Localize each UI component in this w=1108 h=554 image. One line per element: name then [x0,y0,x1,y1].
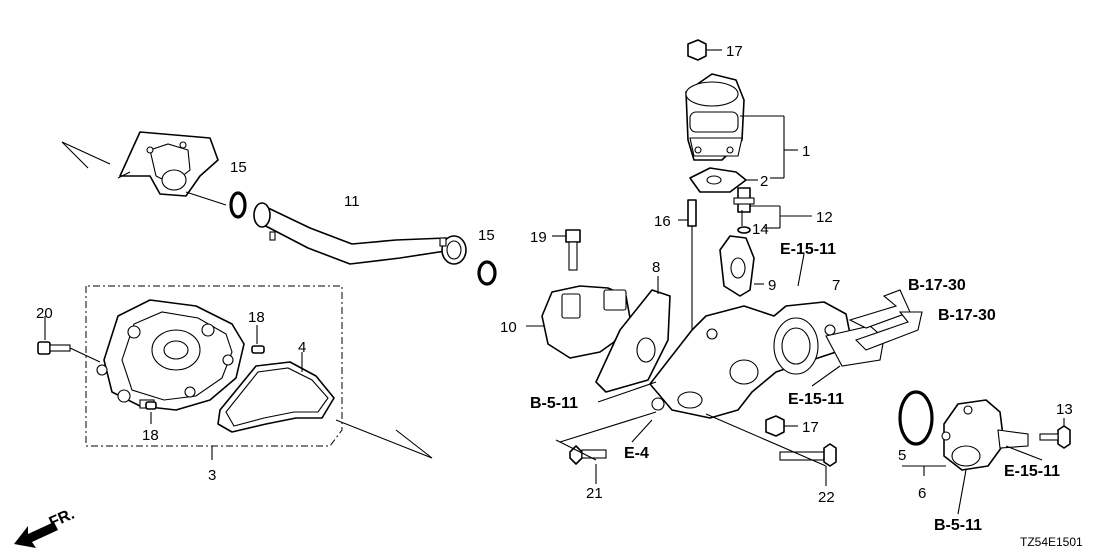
callout-6: 6 [918,485,926,502]
engine-flange-fragment [61,131,227,206]
dowel-pin-18-upper [251,345,265,354]
callout-17-bottom: 17 [802,419,819,436]
front-direction-arrow [14,522,58,548]
callout-15-right: 15 [478,227,495,244]
callout-20: 20 [36,305,53,322]
callout-11: 11 [344,193,360,210]
heat-shield-10 [526,285,631,359]
water-pump [96,299,245,411]
o-ring-15-left [229,191,247,219]
callout-18-lower: 18 [142,427,159,444]
ref-arrow-b17-b [854,311,923,351]
ref-e15-11-right: E-15-11 [1004,463,1060,480]
front-label: FR. [47,506,77,532]
o-ring-5 [898,390,934,446]
callout-3: 3 [208,467,216,484]
gasket-4 [217,352,335,433]
ref-arrow-e15-top [797,253,805,287]
callout-16: 16 [654,213,671,230]
egr-gasket-2 [689,167,758,193]
ref-arrow-e15-right [1005,445,1043,461]
callout-4: 4 [298,339,306,356]
callout-10: 10 [500,319,517,336]
callout-19: 19 [530,229,547,246]
ref-e4: E-4 [624,445,649,462]
callout-15-left: 15 [230,159,247,176]
water-outlet-housing-7 [649,301,885,419]
callout-12: 12 [816,209,833,226]
gasket-9 [719,235,764,297]
bolt-13 [1039,418,1071,449]
callout-1: 1 [802,143,810,160]
ref-arrow-b17-a [848,289,911,329]
ref-b5-11-left: B-5-11 [530,395,578,412]
nut-17-top [687,39,722,61]
callout-13: 13 [1056,401,1073,418]
callout-2: 2 [760,173,768,190]
callout-7: 7 [832,277,840,294]
ref-arrow-b5-left [597,381,657,403]
flange-bolt-22 [705,413,837,486]
sensor-12 [733,187,812,229]
bolt-20 [37,316,101,363]
callout-21: 21 [586,485,603,502]
ref-e15-11-top: E-15-11 [780,241,836,258]
bracket-1-leader [740,115,798,179]
ref-b17-30-b: B-17-30 [938,307,996,324]
water-pump-assembly-group [85,285,343,460]
bolt-19 [552,229,581,271]
washer-14 [737,226,751,234]
thermostat-cover-6 [902,399,1029,476]
callout-14: 14 [752,221,769,238]
callout-17-top: 17 [726,43,743,60]
nut-17-bottom [765,415,798,437]
egr-valve [685,73,745,161]
ref-arrow-e4 [631,419,653,443]
dowel-pin-18-lower [145,401,157,410]
ref-arrow-b5-bottom [957,469,967,515]
diagram-code: TZ54E1501 [1020,535,1083,549]
water-pipe [253,202,467,265]
stud-bolt-16 [678,199,697,330]
callout-18-upper: 18 [248,309,265,326]
callout-9: 9 [768,277,776,294]
ref-arrow-e15-mid [811,365,841,387]
flange-bolt-21 [555,411,657,484]
callout-22: 22 [818,489,835,506]
ref-e15-11-mid: E-15-11 [788,391,844,408]
callout-5: 5 [898,447,906,464]
ref-b5-11-bottom: B-5-11 [934,517,982,534]
ref-b17-30-a: B-17-30 [908,277,966,294]
callout-8: 8 [652,259,660,276]
o-ring-15-right [477,260,497,286]
gasket-8 [595,276,671,393]
